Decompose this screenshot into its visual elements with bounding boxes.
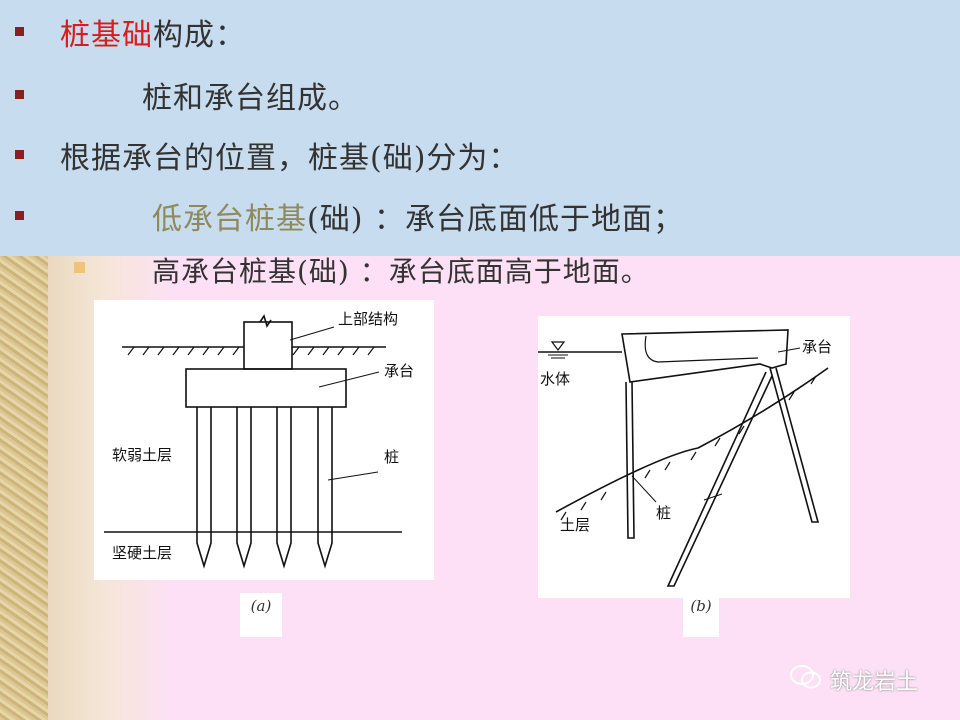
label-superstructure: 上部结构 — [338, 310, 398, 328]
label-pile-b: 桩 — [656, 504, 671, 522]
figure-b-drawing: 承台 水体 桩 土层 — [538, 329, 832, 587]
label-cap-b: 承台 — [802, 338, 832, 356]
label-pile-a: 桩 — [384, 448, 399, 466]
line-5: 高承台桩基(础) ：承台底面高于地面。 — [152, 255, 650, 288]
figure-b: 承台 水体 桩 土层 — [538, 316, 850, 598]
line-4-rest: (础) ：承台底面低于地面； — [307, 202, 684, 237]
bullet-1 — [15, 27, 24, 36]
watermark-text: 筑龙岩土 — [830, 670, 919, 695]
label-cap-a: 承台 — [384, 362, 414, 380]
left-texture-strip — [0, 256, 48, 720]
figure-a: 上部结构 承台 软弱土层 桩 坚硬土层 — [94, 300, 434, 580]
label-soil: 土层 — [560, 516, 590, 534]
line-3: 根据承台的位置，桩基(础)分为： — [60, 141, 520, 176]
line-1-red: 桩基础 — [60, 18, 153, 53]
line-1-rest: 构成： — [153, 18, 246, 53]
top-band — [0, 0, 960, 256]
wechat-icon — [790, 665, 821, 689]
line-4-olive: 低承台桩基 — [152, 202, 307, 237]
bullet-3 — [15, 150, 24, 159]
figure-a-drawing: 上部结构 承台 软弱土层 桩 坚硬土层 — [104, 310, 414, 569]
label-soft-soil: 软弱土层 — [112, 446, 172, 464]
line-1: 桩基础构成： — [60, 10, 246, 54]
bullet-4 — [15, 211, 24, 220]
sub-bullet — [74, 262, 85, 273]
label-water: 水体 — [540, 370, 570, 388]
line-2: 桩和承台组成。 — [142, 81, 359, 116]
caption-a: (a) — [240, 593, 282, 637]
label-hard-soil: 坚硬土层 — [112, 544, 172, 562]
line-4: 低承台桩基(础) ：承台底面低于地面； — [152, 194, 684, 238]
bullet-2 — [15, 90, 24, 99]
caption-b: (b) — [683, 593, 719, 637]
